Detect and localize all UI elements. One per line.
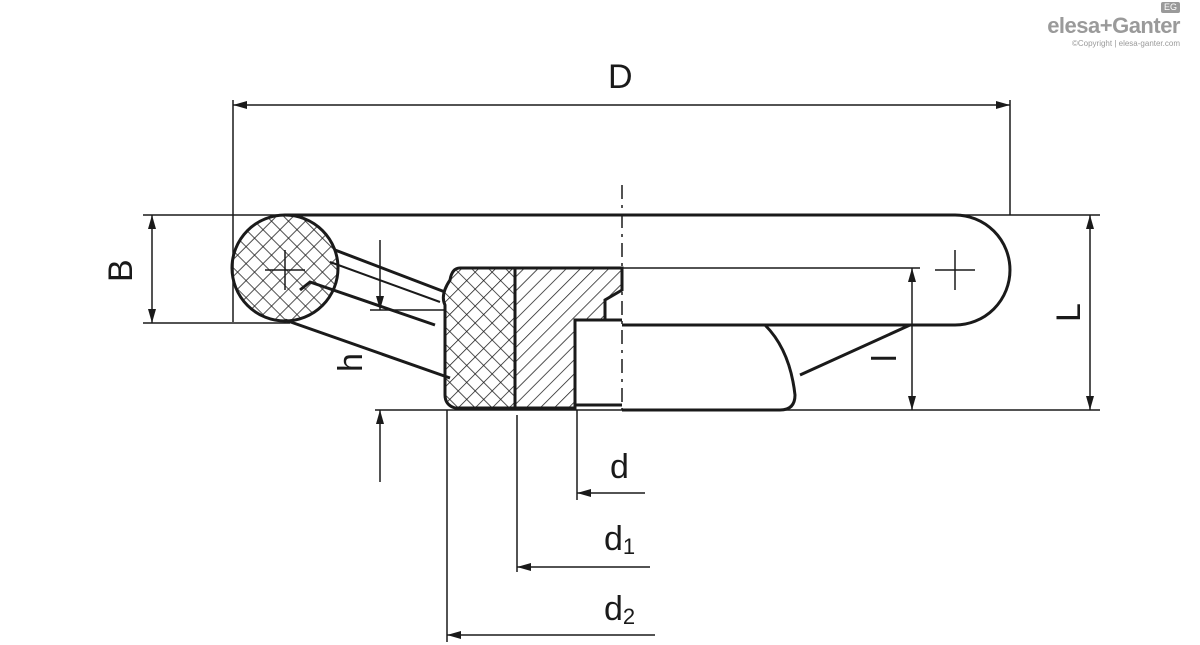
dimension-labels: D B L h l d d1 d2	[102, 58, 1088, 629]
logo-badge: EG	[1160, 2, 1180, 13]
label-d: d	[610, 448, 629, 486]
label-l: l	[866, 354, 904, 362]
label-d2-sub: 2	[623, 604, 635, 629]
label-d2: d2	[604, 590, 635, 629]
centre-marks	[265, 185, 975, 410]
part-outline	[230, 213, 1012, 412]
label-d1: d1	[604, 520, 635, 559]
label-d1-sub: 1	[623, 534, 635, 559]
label-B: B	[102, 259, 140, 282]
brand-logo: EG elesa+Ganter ©Copyright | elesa-gante…	[1047, 2, 1180, 49]
label-d2-base: d	[604, 590, 623, 628]
logo-brand: elesa+Ganter	[1047, 13, 1180, 38]
label-h: h	[332, 353, 370, 372]
label-D: D	[608, 58, 633, 96]
logo-copyright: ©Copyright | elesa-ganter.com	[1071, 39, 1180, 48]
label-d1-base: d	[604, 520, 623, 558]
label-L: L	[1050, 303, 1088, 322]
dimension-lines	[143, 100, 1100, 642]
